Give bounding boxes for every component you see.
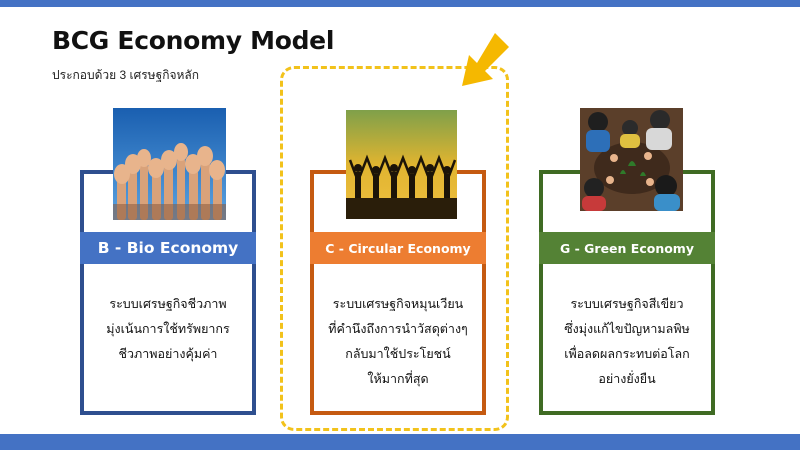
card-banner: B - Bio Economy xyxy=(80,232,256,264)
desc-line: ซึ่งมุ่งแก้ไขปัญหามลพิษ xyxy=(564,322,690,336)
desc-line: ให้มากที่สุด xyxy=(367,372,429,386)
desc-line: กลับมาใช้ประโยชน์ xyxy=(345,347,451,361)
card-description: ระบบเศรษฐกิจสีเขียว ซึ่งมุ่งแก้ไขปัญหามล… xyxy=(543,292,711,392)
slide-subtitle: ประกอบด้วย 3 เศรษฐกิจหลัก xyxy=(52,68,200,82)
card-banner: G - Green Economy xyxy=(539,232,715,264)
card-description: ระบบเศรษฐกิจชีวภาพ มุ่งเน้นการใช้ทรัพยาก… xyxy=(84,292,252,367)
highlight-dashed-frame xyxy=(280,66,509,431)
desc-line: มุ่งเน้นการใช้ทรัพยากร xyxy=(106,322,230,336)
card-description: ระบบเศรษฐกิจหมุนเวียน ที่คำนึงถึงการนำวั… xyxy=(314,292,482,392)
desc-line: ระบบเศรษฐกิจชีวภาพ xyxy=(109,297,227,311)
desc-line: อย่างยั่งยืน xyxy=(598,372,656,386)
desc-line: เพื่อลดผลกระทบต่อโลก xyxy=(564,347,690,361)
pointer-arrow-icon xyxy=(462,33,509,86)
children-planting-photo xyxy=(580,108,683,211)
desc-line: ชีวภาพอย่างคุ้มค่า xyxy=(118,347,218,361)
top-accent-bar xyxy=(0,0,800,7)
desc-line: ระบบเศรษฐกิจหมุนเวียน xyxy=(332,297,464,311)
slide-title: BCG Economy Model xyxy=(52,26,335,55)
raised-hands-photo xyxy=(113,108,226,220)
desc-line: ที่คำนึงถึงการนำวัสดุต่างๆ xyxy=(328,322,468,336)
silhouettes-sunset-photo xyxy=(346,110,457,219)
desc-line: ระบบเศรษฐกิจสีเขียว xyxy=(570,297,684,311)
bottom-accent-bar xyxy=(0,434,800,450)
card-banner: C - Circular Economy xyxy=(310,232,486,264)
